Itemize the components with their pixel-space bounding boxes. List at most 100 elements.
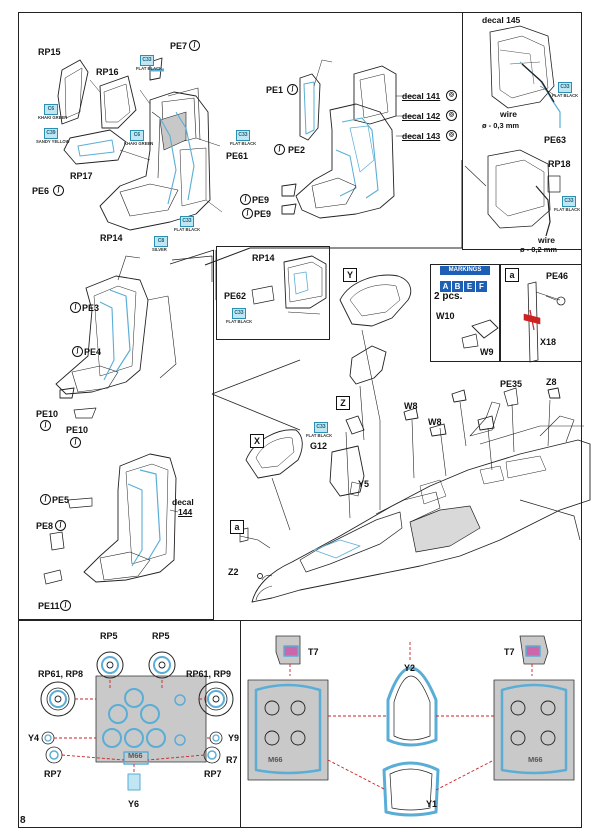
- markings-panel: [430, 264, 500, 362]
- label-rp61-rp9: RP61, RP9: [186, 669, 232, 679]
- label-rp18: RP18: [548, 159, 571, 169]
- bend-icon: ʃ: [55, 520, 66, 531]
- label-r7: R7: [226, 755, 238, 765]
- paint-caption: FLAT BLACK: [226, 319, 253, 324]
- bend-icon: ʃ: [274, 144, 285, 155]
- label-y4: Y4: [28, 733, 40, 743]
- label-pe4: PE4: [84, 347, 102, 357]
- decal-144-number: 144: [178, 507, 193, 517]
- paint-badge-flat-black: C33: [236, 130, 250, 141]
- label-pe8: PE8: [36, 521, 54, 531]
- label-pe3: PE3: [82, 303, 100, 313]
- paint-badge-flat-black: C33: [558, 82, 572, 93]
- paint-caption: FLAT BLACK: [306, 433, 333, 438]
- paint-badge-flat-black: C33: [180, 216, 194, 227]
- label-pe10-a: PE10: [36, 409, 59, 419]
- paint-caption: FLAT BLACK: [136, 66, 163, 71]
- bend-icon: ʃ: [72, 346, 83, 357]
- bend-icon: ʃ: [40, 420, 51, 431]
- bend-icon: ʃ: [70, 302, 81, 313]
- label-rp17: RP17: [70, 171, 93, 181]
- paint-caption: SILVER: [152, 247, 167, 252]
- label-y5: Y5: [358, 479, 370, 489]
- label-pe62: PE62: [224, 291, 247, 301]
- label-y6: Y6: [128, 799, 140, 809]
- view-x-box: X: [250, 434, 264, 448]
- marking-letter: F: [476, 281, 487, 292]
- decal-142-label: decal 142: [402, 111, 441, 121]
- label-pe2: PE2: [288, 145, 306, 155]
- paint-caption: FLAT BLACK: [552, 93, 579, 98]
- bend-icon: ʃ: [240, 194, 251, 205]
- paint-badge-sandy-yellow: C39: [44, 128, 58, 139]
- label-pe11: PE11: [38, 601, 60, 611]
- label-rp15: RP15: [38, 47, 61, 57]
- label-pe10-b: PE10: [66, 425, 89, 435]
- label-rp61-rp8: RP61, RP8: [38, 669, 84, 679]
- lower-left-assembly-panel: [18, 250, 214, 620]
- bend-icon: ʃ: [242, 208, 253, 219]
- marking-letter: A: [440, 281, 451, 292]
- marking-letter: B: [452, 281, 463, 292]
- label-x18: X18: [540, 337, 557, 347]
- paint-caption: FLAT BLACK: [554, 207, 581, 212]
- view-z-box: Z: [336, 396, 350, 410]
- fret-code: M66: [268, 755, 283, 764]
- paint-badge-flat-black: C33: [140, 55, 154, 66]
- label-rp5-b: RP5: [152, 631, 170, 641]
- paint-caption: FLAT BLACK: [230, 141, 257, 146]
- label-pe5: PE5: [52, 495, 70, 505]
- bend-icon: ʃ: [60, 600, 71, 611]
- bend-icon: ʃ: [287, 84, 298, 95]
- label-pe35: PE35: [500, 379, 523, 389]
- fret-code: M66: [128, 751, 143, 760]
- paint-caption: KHAKI GREEN: [124, 141, 154, 146]
- bottom-divider: [240, 620, 241, 828]
- decal-141-label: decal 141: [402, 91, 441, 101]
- bend-icon: ʃ: [53, 185, 64, 196]
- label-rp16: RP16: [96, 67, 119, 77]
- decal-144-label: decal: [172, 497, 194, 507]
- decal-145-label: decal 145: [482, 15, 521, 25]
- label-pe61: PE61: [226, 151, 249, 161]
- label-t7-a: T7: [308, 647, 319, 657]
- label-t7-b: T7: [504, 647, 515, 657]
- label-rp7-b: RP7: [204, 769, 222, 779]
- rp14-detail-panel: [216, 246, 330, 340]
- detail-a-panel: [500, 264, 582, 362]
- label-y9: Y9: [228, 733, 240, 743]
- marking-letter: E: [464, 281, 475, 292]
- wire-size-label: ø - 0,2 mm: [520, 245, 558, 254]
- detail-a-box: a: [505, 268, 519, 282]
- decal-icon: ◎: [446, 90, 457, 101]
- label-pe7: PE7: [170, 41, 188, 51]
- label-pe46: PE46: [546, 271, 569, 281]
- wire-label: wire: [538, 235, 556, 245]
- markings-title: MARKINGS: [440, 266, 490, 275]
- label-pe63: PE63: [544, 135, 567, 145]
- page-number: 8: [20, 815, 26, 826]
- label-pe9-a: PE9: [252, 195, 270, 205]
- label-z8: Z8: [546, 377, 557, 387]
- paint-badge-silver: C8: [154, 236, 168, 247]
- label-rp14-detail: RP14: [252, 253, 275, 263]
- bend-icon: ʃ: [70, 437, 81, 448]
- paint-caption: FLAT BLACK: [174, 227, 201, 232]
- top-right-detail-panel: [462, 12, 582, 250]
- label-y2: Y2: [404, 663, 416, 673]
- bottom-section-panel: [18, 620, 582, 828]
- paint-caption: SANDY YELLOW: [36, 139, 70, 144]
- paint-badge-khaki-green: C6: [130, 130, 144, 141]
- label-w9: W9: [480, 347, 494, 357]
- wire-size-label: ø - 0,3 mm: [482, 121, 520, 130]
- wire-label: wire: [500, 109, 518, 119]
- label-z2: Z2: [228, 567, 239, 577]
- label-rp14: RP14: [100, 233, 123, 243]
- decal-icon: ◎: [446, 110, 457, 121]
- label-pe1: PE1: [266, 85, 284, 95]
- label-g12: G12: [310, 441, 328, 451]
- paint-badge-flat-black: C33: [232, 308, 246, 319]
- label-pe9-b: PE9: [254, 209, 272, 219]
- view-y-box: Y: [343, 268, 357, 282]
